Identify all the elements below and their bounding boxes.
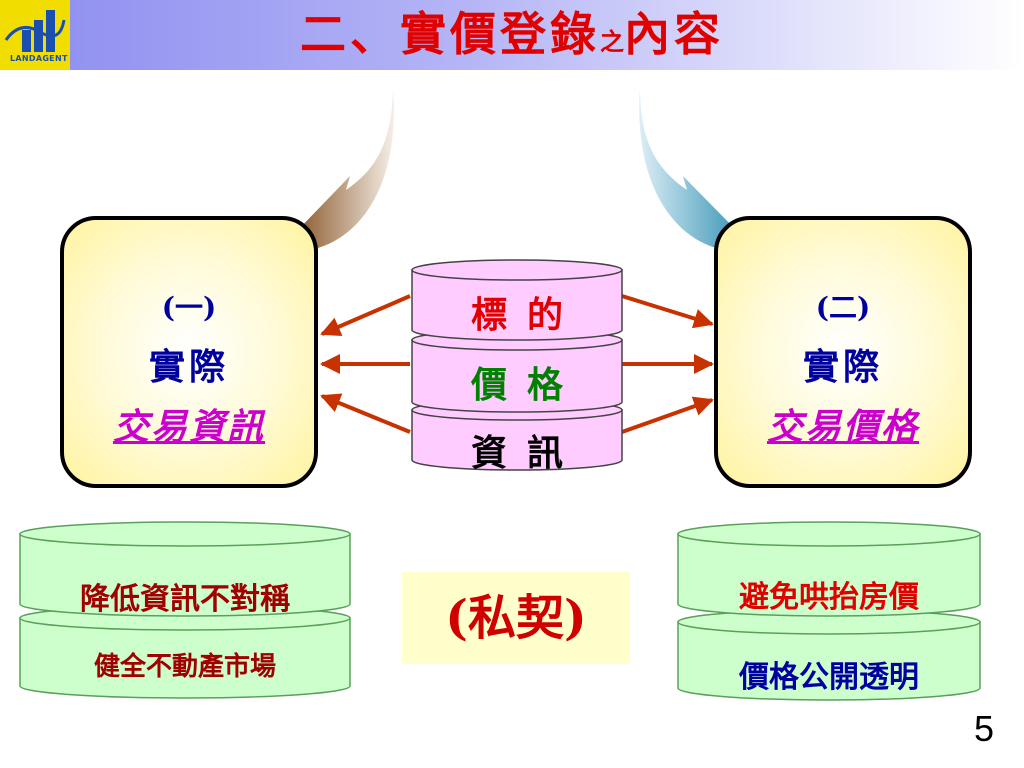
arrow-right-top xyxy=(621,294,714,329)
private-contract-label: (私契) xyxy=(445,590,587,646)
db-label-top: 標的 xyxy=(470,294,583,336)
company-logo: LANDAGENT xyxy=(0,0,70,70)
curved-arrow-left xyxy=(296,88,395,296)
title-small: 之 xyxy=(600,27,624,56)
title-tail: 內容 xyxy=(624,7,724,61)
left-box-number: (一) xyxy=(161,291,217,324)
db-label-middle: 價格 xyxy=(470,364,583,406)
db-label-bottom: 資訊 xyxy=(470,432,583,474)
left-stack-disk-top xyxy=(19,521,351,617)
curved-arrow-right xyxy=(639,88,738,296)
arrow-right-bottom xyxy=(621,396,714,434)
page-number: 5 xyxy=(973,708,994,749)
arrow-left-top xyxy=(320,294,411,337)
right-stack-disk-top xyxy=(677,521,981,617)
right-stack-top-label: 避免哄抬房價 xyxy=(739,580,919,615)
left-stack-top-label: 降低資訊不對稱 xyxy=(80,582,290,617)
right-stack-disk-bottom xyxy=(677,609,981,701)
right-box-line1: 實際 xyxy=(802,346,883,388)
arrow-left-bottom xyxy=(320,393,411,434)
logo-graphic-icon xyxy=(4,10,66,52)
page-title: 二、實價登錄之內容 xyxy=(0,2,1024,74)
left-info-box: (一) 實際 交易資訊 xyxy=(60,216,318,488)
left-stack-bottom-label: 健全不動產市場 xyxy=(93,652,276,682)
logo-text: LANDAGENT xyxy=(10,54,68,63)
right-box-line2: 交易價格 xyxy=(766,406,919,448)
db-disk-top xyxy=(411,259,623,341)
right-info-box: (二) 實際 交易價格 xyxy=(714,216,972,488)
left-box-line1: 實際 xyxy=(148,346,229,388)
right-stack-bottom-label: 價格公開透明 xyxy=(739,660,919,695)
title-main: 二、實價登錄 xyxy=(300,7,600,61)
private-contract-note: (私契) xyxy=(402,572,630,664)
header-bar xyxy=(0,0,1024,70)
left-box-line2: 交易資訊 xyxy=(112,406,265,448)
right-box-number: (二) xyxy=(815,291,871,324)
